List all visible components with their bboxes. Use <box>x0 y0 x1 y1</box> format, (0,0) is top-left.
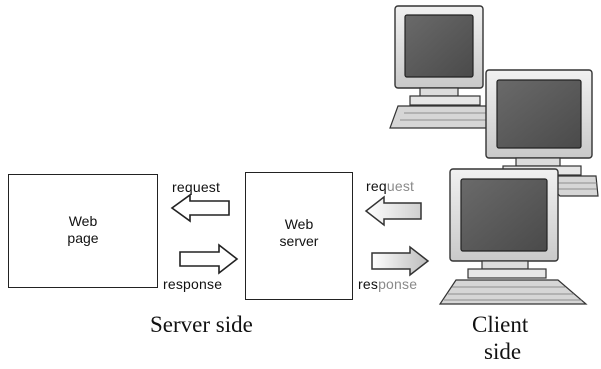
outline-arrow-left-icon <box>364 195 422 227</box>
web-server-label-line2: server <box>279 233 319 249</box>
web-page-box: Web page <box>8 174 158 288</box>
request-label-client-dark: req <box>366 178 387 194</box>
outline-arrow-left-icon <box>170 193 230 223</box>
outline-arrow-right-icon <box>371 245 430 277</box>
server-side-caption: Server side <box>150 312 253 337</box>
desktop-computer-icon <box>389 5 514 129</box>
request-label-server: request <box>172 179 221 195</box>
web-server-box: Web server <box>245 172 353 300</box>
web-server-label-line1: Web <box>284 216 314 232</box>
request-label-client: request <box>366 178 414 194</box>
response-label-client-dark: res <box>358 276 379 292</box>
response-label-server: response <box>163 276 223 292</box>
web-page-label-line2: page <box>67 230 99 246</box>
request-label-client-faded: uest <box>386 178 415 194</box>
response-label-client: response <box>358 276 417 292</box>
client-side-caption-line1: Client <box>472 312 529 337</box>
response-label-client-faded: ponse <box>378 276 418 292</box>
outline-arrow-right-icon <box>179 243 239 275</box>
client-side-caption-line2: side <box>484 339 522 364</box>
web-page-label-line1: Web <box>68 213 98 229</box>
desktop-computer-icon <box>438 168 588 305</box>
